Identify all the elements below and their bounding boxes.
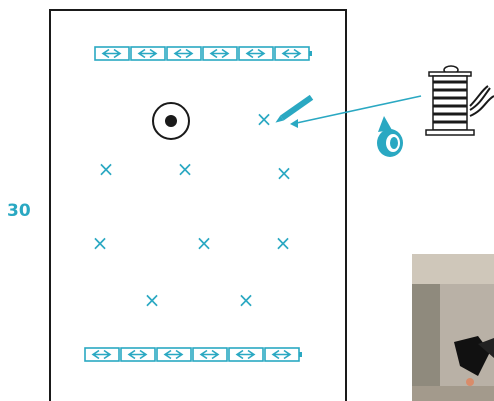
- tape-roll-icon: [377, 116, 403, 157]
- cross-marker-icon: ×: [98, 157, 115, 181]
- board-outline: [50, 10, 346, 401]
- cross-marker-icon: ×: [275, 231, 292, 255]
- cross-marker-icon: ×: [238, 288, 255, 312]
- battery-cell-icon: [131, 47, 165, 60]
- battery-cell-icon: [121, 348, 155, 361]
- battery-row-top: [95, 47, 312, 60]
- battery-row-bottom: [85, 348, 302, 361]
- battery-cell-icon: [203, 47, 237, 60]
- cross-marker-icon: ×: [144, 288, 161, 312]
- battery-cell-icon: [229, 348, 263, 361]
- cross-marker-icon: ×: [92, 231, 109, 255]
- cross-marker-icon: ×: [196, 231, 213, 255]
- cross-marker-icon: ×: [177, 157, 194, 181]
- wire-spool-icon: [426, 66, 494, 135]
- battery-cell-icon: [85, 348, 119, 361]
- battery-cell-icon: [157, 348, 191, 361]
- page-number: 30: [7, 201, 31, 221]
- battery-terminal: [309, 51, 312, 56]
- battery-cell-icon: [275, 47, 309, 60]
- battery-terminal: [299, 352, 302, 357]
- cross-marker-icon: ×: [256, 107, 273, 131]
- battery-cell-icon: [265, 348, 299, 361]
- target-marker-icon: [153, 103, 189, 139]
- battery-cell-icon: [95, 47, 129, 60]
- battery-cell-icon: [239, 47, 273, 60]
- battery-cell-icon: [167, 47, 201, 60]
- battery-cell-icon: [193, 348, 227, 361]
- photo-thumbnail: [412, 254, 494, 401]
- cross-marker-icon: ×: [276, 161, 293, 185]
- arrowhead: [290, 119, 298, 128]
